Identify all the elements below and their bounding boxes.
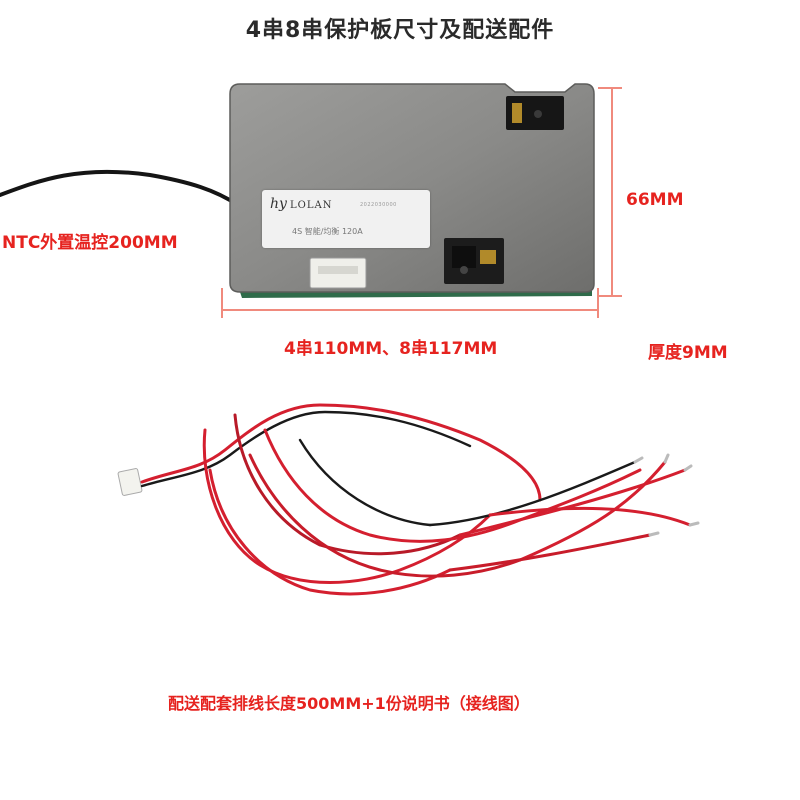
wire-tip <box>648 531 660 537</box>
wire-tip <box>688 521 700 527</box>
wire-tip <box>633 456 644 464</box>
page-title: 4串8串保护板尺寸及配送配件 <box>245 18 555 43</box>
height-label: 66MM <box>626 190 684 210</box>
brand-logo: hy <box>270 196 287 212</box>
thickness-label: 厚度9MM <box>648 343 728 363</box>
wire-tip <box>663 453 670 464</box>
harness-connector <box>117 468 143 496</box>
width-dimension-line <box>221 288 599 318</box>
spec-text: 4S 智能/均衡 120A <box>292 227 363 236</box>
height-dimension-line <box>598 87 622 297</box>
serial-code: 2022030000 <box>360 202 397 208</box>
wire-harness <box>117 403 700 596</box>
width-label: 4串110MM、8串117MM <box>284 339 498 359</box>
accessories-label: 配送配套排线长度500MM+1份说明书（接线图） <box>168 694 530 713</box>
brand-name: LOLAN <box>290 200 333 211</box>
ntc-label: NTC外置温控200MM <box>2 233 178 253</box>
ntc-cable <box>0 169 240 207</box>
wire-tip <box>683 464 693 472</box>
board-sticker: hy LOLAN 2022030000 4S 智能/均衡 120A <box>262 190 430 248</box>
